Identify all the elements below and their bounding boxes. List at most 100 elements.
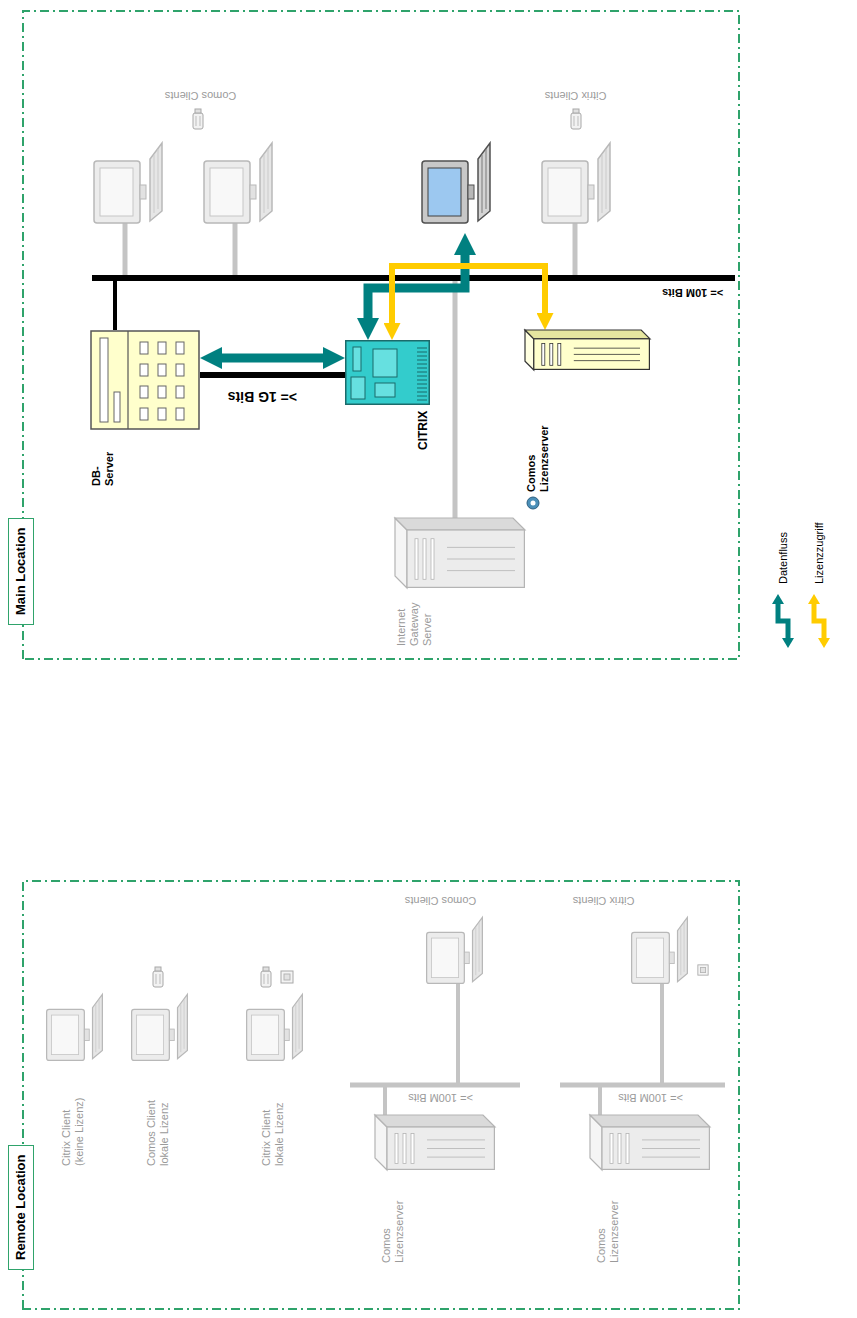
server-slot — [626, 1133, 629, 1163]
device-shape — [590, 1115, 710, 1170]
board-pin — [417, 388, 427, 389]
citrix-server: CITRIX — [345, 340, 430, 405]
board-pin — [417, 368, 427, 369]
network-stub — [598, 1087, 602, 1115]
computer-icon — [47, 994, 103, 1060]
legend-arrow-line — [814, 603, 824, 639]
license-dongle — [571, 109, 581, 129]
server-bay — [176, 386, 184, 398]
server-slot — [395, 1133, 398, 1163]
text-holder: Internet Gateway Server — [395, 594, 435, 646]
network-stub — [660, 983, 664, 1083]
location-frame: DB- ServerCITRIXComos LizenzserverIntern… — [22, 10, 740, 660]
legend-arrow-head — [782, 638, 794, 648]
frame-border — [23, 11, 739, 659]
legend-label: Lizenzzugriff — [813, 522, 825, 584]
text-holder: Citrix Clients — [544, 89, 606, 102]
legend-label: Datenfluss — [777, 532, 789, 584]
bandwidth-label: >= 10M Bits — [660, 286, 725, 299]
client-label: Comos Client lokale Lizenz — [143, 1078, 173, 1168]
license-server: Comos Lizenzserver — [375, 1115, 495, 1170]
board-pin — [417, 400, 427, 401]
computer-icon — [94, 143, 162, 223]
network-stub — [233, 223, 238, 275]
db-server: DB- Server — [90, 330, 200, 430]
server-bay — [176, 342, 184, 354]
legend-arrow-head — [818, 638, 830, 648]
computer-icon — [247, 994, 303, 1060]
license-access-arrow — [392, 266, 545, 323]
board-pin — [417, 392, 427, 393]
legend: Datenfluss Lizenzzugriff — [768, 522, 840, 650]
node-label: Citrix Client (keine Lizenz) — [60, 1080, 86, 1166]
server-slot — [423, 539, 426, 580]
client-group: Citrix Clients — [410, 78, 625, 233]
computer-icon — [422, 143, 490, 223]
legend-swatch — [771, 592, 795, 650]
bandwidth-label: >= 100M Bits — [406, 1091, 475, 1104]
network-bus — [92, 275, 735, 281]
device-shape — [395, 518, 525, 588]
board-pin — [417, 364, 427, 365]
board-pin — [417, 372, 427, 373]
computer-icon — [427, 917, 483, 983]
board-pin — [417, 360, 427, 361]
server-slot — [558, 343, 561, 365]
network-bus — [560, 1083, 725, 1088]
server-front — [387, 1127, 494, 1169]
server-front — [534, 339, 650, 370]
server-grille — [447, 559, 515, 560]
device-shape — [375, 1115, 495, 1170]
text-holder: Citrix Client lokale Lizenz — [258, 1078, 288, 1168]
text-holder: Comos Clients — [404, 894, 476, 907]
text-holder: Citrix Client (keine Lizenz) — [58, 1078, 88, 1168]
text-holder: Main Location — [8, 518, 34, 625]
bandwidth-label: >= 100M Bits — [616, 1091, 685, 1104]
board-chip — [373, 349, 397, 377]
board-pin — [417, 384, 427, 385]
server-bay — [140, 386, 148, 398]
text-holder: Comos Lizenzserver — [380, 1178, 406, 1263]
board-pin — [417, 348, 427, 349]
text-holder: Comos Lizenzserver — [525, 410, 551, 492]
network-stub — [123, 223, 128, 275]
device-shape — [525, 330, 650, 370]
computer-icon — [132, 994, 188, 1060]
node-label: Citrix Clients — [544, 89, 606, 102]
comos-icon-ring — [527, 497, 539, 509]
location-title: Remote Location — [13, 1155, 29, 1260]
server-grille — [642, 1139, 700, 1140]
license-server: Comos Lizenzserver — [525, 330, 650, 370]
server-grille — [574, 354, 640, 355]
server-bay — [176, 364, 184, 376]
text-holder: Citrix Clients — [572, 894, 634, 907]
server-grille — [427, 1148, 485, 1149]
legend-row: Datenfluss — [768, 522, 798, 650]
server-bay — [176, 408, 184, 420]
board-pin — [417, 356, 427, 357]
client-group: Comos Clients — [85, 78, 280, 233]
smart-card — [281, 971, 293, 983]
license-server: Comos Lizenzserver — [590, 1115, 710, 1170]
node-label: Comos Lizenzserver — [380, 1178, 406, 1263]
gateway-server: Internet Gateway Server — [395, 518, 525, 588]
server-slot — [403, 1133, 406, 1163]
server-bay — [140, 342, 148, 354]
board-pin — [417, 376, 427, 377]
server-grille — [427, 1139, 485, 1140]
server-bay — [158, 386, 166, 398]
device-shape — [90, 330, 200, 430]
network-stub — [383, 1087, 387, 1115]
server-side — [375, 1115, 495, 1127]
server-slot — [610, 1133, 613, 1163]
node-label: Citrix Clients — [572, 894, 634, 907]
server-front — [602, 1127, 709, 1169]
node-label: Citrix Client lokale Lizenz — [260, 1080, 286, 1166]
server-slot — [411, 1133, 414, 1163]
client-group: Comos Clients — [400, 886, 500, 996]
network-bus — [350, 1083, 520, 1088]
board-chip — [375, 383, 395, 397]
client-label: Citrix Client lokale Lizenz — [258, 1078, 288, 1168]
network-link — [200, 372, 345, 378]
network-stub — [113, 278, 117, 330]
